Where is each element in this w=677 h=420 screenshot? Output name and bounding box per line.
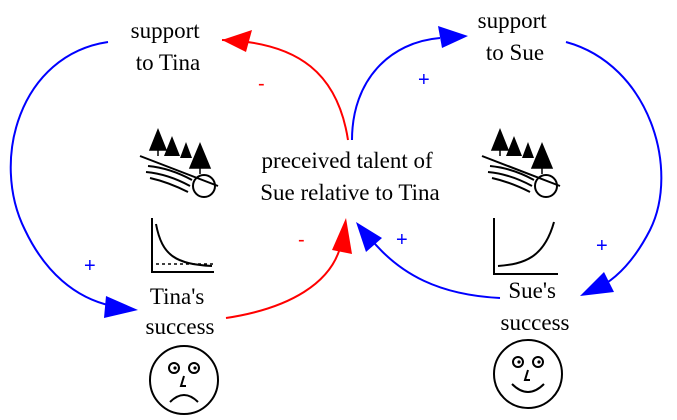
link-talent-to-support-tina — [221, 39, 349, 141]
arrowhead-support-tina — [222, 30, 252, 52]
link-talent-to-support-sue — [351, 37, 441, 141]
node-support-to-sue-line1: support — [478, 8, 548, 33]
node-tina-success: Tina's success — [146, 284, 215, 339]
link-support-sue-to-sue-success — [565, 41, 663, 291]
link-tina-success-to-talent — [225, 247, 341, 319]
node-tina-success-line1: Tina's — [150, 284, 204, 309]
snowball-down-hill-icon-right — [481, 127, 561, 198]
node-support-to-sue-line2: to Sue — [486, 40, 544, 65]
node-support-to-tina: support to Tina — [131, 18, 206, 75]
happy-face-icon — [493, 339, 563, 409]
sad-face-icon — [149, 345, 219, 415]
node-support-to-tina-line2: to Tina — [136, 50, 201, 75]
snowball-down-hill-icon-left — [139, 127, 219, 198]
growing-curve-graph-icon — [493, 218, 558, 275]
arrowhead-talent-from-sue — [356, 222, 382, 252]
arrowhead-talent-from-tina — [332, 218, 352, 254]
sign-talent-to-support-sue: + — [418, 69, 430, 91]
node-sue-success-line2: success — [501, 310, 570, 335]
node-tina-success-line2: success — [146, 314, 215, 339]
link-sue-success-to-talent — [369, 237, 501, 299]
node-sue-success: Sue's success — [501, 278, 570, 335]
node-perceived-talent: preceived talent of Sue relative to Tina — [260, 148, 440, 205]
sign-sue-success-to-talent: + — [396, 229, 408, 251]
link-support-tina-to-tina-success — [9, 41, 113, 307]
sign-support-tina-to-tina-success: + — [84, 255, 96, 277]
node-support-to-sue: support to Sue — [478, 8, 553, 65]
node-perceived-talent-line1: preceived talent of — [262, 148, 433, 173]
arrowhead-sue-success — [580, 272, 614, 296]
sign-talent-to-support-tina: - — [258, 73, 265, 95]
node-sue-success-line1: Sue's — [508, 278, 556, 303]
arrowhead-support-sue — [438, 26, 468, 48]
arrowhead-tina-success — [104, 296, 138, 318]
sign-support-sue-to-sue-success: + — [596, 235, 608, 257]
node-support-to-tina-line1: support — [131, 18, 201, 43]
sign-tina-success-to-talent: - — [298, 229, 305, 251]
node-perceived-talent-line2: Sue relative to Tina — [260, 180, 440, 205]
decaying-curve-graph-icon — [151, 218, 214, 273]
